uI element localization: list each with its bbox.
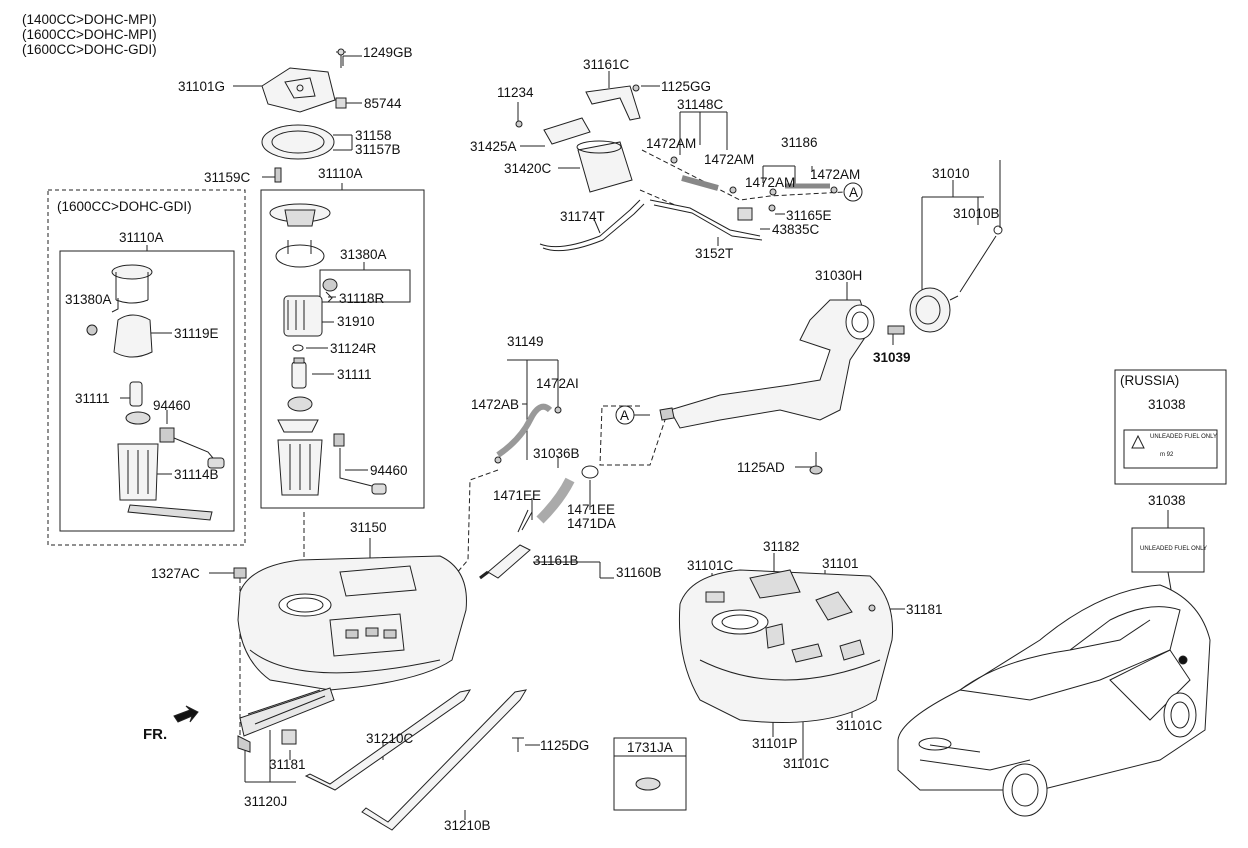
part-94460-gdi: 94460 xyxy=(153,398,191,413)
russia-variant-box xyxy=(1114,369,1227,485)
part-31150: 31150 xyxy=(350,520,387,535)
part-31111-gdi: 31111 xyxy=(75,391,110,406)
part-31036b: 31036B xyxy=(533,446,580,461)
part-1472ai: 1472AI xyxy=(536,376,579,391)
gdi-box-title: (1600CC>DOHC-GDI) xyxy=(57,199,192,214)
part-31111-main: 31111 xyxy=(337,367,372,382)
part-31010: 31010 xyxy=(932,166,970,181)
part-1731ja-box xyxy=(613,737,687,811)
part-31120j: 31120J xyxy=(244,794,288,809)
gdi-variant-dashed-box xyxy=(47,189,246,546)
callout-a-evap: A xyxy=(849,185,859,200)
part-31182: 31182 xyxy=(763,539,800,554)
part-31118r: 31118R xyxy=(339,291,385,306)
part-31160b: 31160B xyxy=(616,565,662,580)
part-31420c: 31420C xyxy=(504,161,552,176)
part-31039: 31039 xyxy=(873,350,911,365)
part-85744: 85744 xyxy=(364,96,402,111)
part-31038: 31038 xyxy=(1148,493,1186,508)
sender-box xyxy=(319,269,411,303)
part-31425a: 31425A xyxy=(470,139,517,154)
part-31101: 31101 xyxy=(822,556,859,571)
part-1327ac: 1327AC xyxy=(151,566,200,581)
engine-variant-3: (1600CC>DOHC-GDI) xyxy=(22,42,157,57)
callout-a-filler: A xyxy=(620,408,630,423)
part-31181-right: 31181 xyxy=(906,602,943,617)
part-1471da: 1471DA xyxy=(567,516,616,531)
part-31910: 31910 xyxy=(337,314,375,329)
part-94460-main: 94460 xyxy=(370,463,408,478)
part-31186: 31186 xyxy=(781,135,818,150)
part-1472am-1: 1472AM xyxy=(646,136,697,151)
part-31157b: 31157B xyxy=(355,142,401,157)
sticker-text-2: m 92 xyxy=(1160,452,1174,458)
part-31101g: 31101G xyxy=(178,79,226,94)
part-31101c-right: 31101C xyxy=(836,718,883,733)
part-31159c: 31159C xyxy=(204,170,251,185)
part-31114b: 31114B xyxy=(174,467,219,482)
part-31158: 31158 xyxy=(355,128,392,143)
part-1471ee-1: 1471EE xyxy=(493,488,542,503)
russia-box-title: (RUSSIA) xyxy=(1120,373,1180,388)
part-1125gg: 1125GG xyxy=(661,79,712,94)
part-31119e: 31119E xyxy=(174,326,219,341)
part-31110a-gdi: 31110A xyxy=(119,230,164,245)
part-31038-russia: 31038 xyxy=(1148,397,1186,412)
part-31174t: 31174T xyxy=(560,209,605,224)
part-31149: 31149 xyxy=(507,334,544,349)
part-31101p: 31101P xyxy=(752,736,798,751)
part-1731ja: 1731JA xyxy=(627,740,673,755)
part-1249gb: 1249GB xyxy=(363,45,413,60)
part-31161c: 31161C xyxy=(583,57,630,72)
front-direction-label: FR. xyxy=(143,726,168,743)
part-1472am-2: 1472AM xyxy=(704,152,755,167)
part-31101c-top: 31101C xyxy=(687,558,734,573)
engine-variant-1: (1400CC>DOHC-MPI) xyxy=(22,12,157,27)
part-31210c: 31210C xyxy=(366,731,414,746)
sticker2-text-1: UNLEADED FUEL ONLY xyxy=(1140,546,1208,552)
label-sticker xyxy=(1131,527,1205,573)
russia-label-sticker xyxy=(1123,429,1218,469)
part-31165e: 31165E xyxy=(786,208,832,223)
sticker-text-1: UNLEADED FUEL ONLY xyxy=(1150,434,1218,440)
part-31124r: 31124R xyxy=(330,341,377,356)
part-31148c: 31148C xyxy=(677,97,724,112)
part-31380a-main: 31380A xyxy=(340,247,387,262)
part-31010b: 31010B xyxy=(953,206,1000,221)
part-1472am-3: 1472AM xyxy=(745,175,796,190)
part-1125dg: 1125DG xyxy=(540,738,590,753)
part-43835c: 43835C xyxy=(772,222,820,237)
part-1125ad: 1125AD xyxy=(737,460,785,475)
part-31181-left: 31181 xyxy=(269,757,306,772)
part-31210b: 31210B xyxy=(444,818,491,833)
part-11234: 11234 xyxy=(497,85,534,100)
part-1472ab: 1472AB xyxy=(471,397,520,412)
part-31030h: 31030H xyxy=(815,268,863,283)
part-1471ee-2: 1471EE xyxy=(567,502,616,517)
part-31380a-gdi: 31380A xyxy=(65,292,112,307)
part-31101c-bottom: 31101C xyxy=(783,756,830,771)
part-1472am-4: 1472AM xyxy=(810,167,861,182)
engine-variant-2: (1600CC>DOHC-MPI) xyxy=(22,27,157,42)
part-31110a-main: 31110A xyxy=(318,166,363,181)
part-31161b: 31161B xyxy=(533,553,579,568)
part-3152t: 3152T xyxy=(695,246,734,261)
